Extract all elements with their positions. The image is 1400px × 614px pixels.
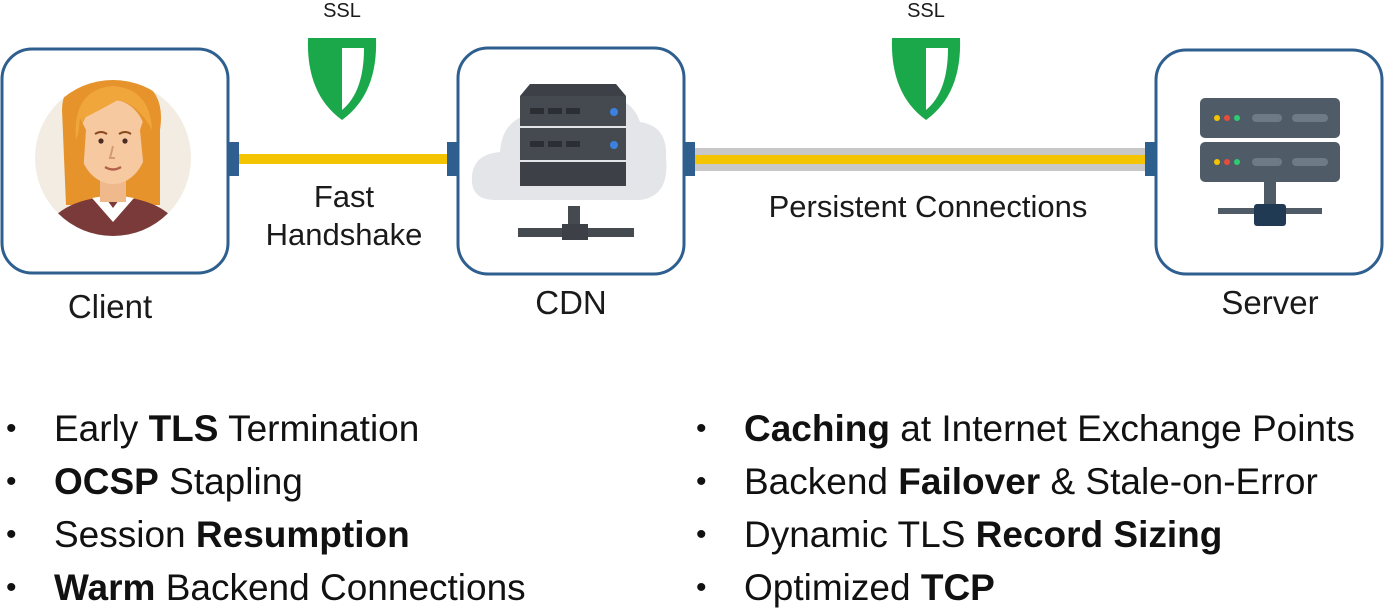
feature-text: Backend Connections: [155, 567, 526, 608]
feature-keyword: Failover: [898, 461, 1041, 502]
ssl-shield-icon: [307, 38, 377, 120]
feature-text: Optimized: [744, 567, 921, 608]
server-label: Server: [1221, 284, 1319, 321]
ssl-shield-icon: [891, 38, 961, 120]
server-rack-icon: [1200, 98, 1340, 226]
feature-item: Warm Backend Connections: [0, 561, 526, 614]
ssl-label-client-cdn: SSL: [323, 0, 361, 22]
ssl-label-cdn-server: SSL: [907, 0, 945, 22]
connector-tab: [684, 142, 695, 176]
connector-tab: [228, 142, 239, 176]
feature-item: Caching at Internet Exchange Points: [690, 402, 1355, 455]
feature-item: Backend Failover & Stale-on-Error: [690, 455, 1355, 508]
feature-keyword: Warm: [54, 567, 156, 608]
connection-label-line1: Fast: [313, 179, 375, 214]
feature-list-right: Caching at Internet Exchange PointsBacke…: [690, 402, 1355, 614]
connection-label-cdn-server: Persistent Connections: [768, 189, 1088, 224]
feature-text: Backend: [744, 461, 899, 502]
feature-keyword: TCP: [920, 567, 995, 608]
connection-label-line2: Handshake: [265, 217, 423, 252]
feature-item: Session Resumption: [0, 508, 526, 561]
cloud-server-icon: [471, 84, 667, 240]
cdn-label: CDN: [535, 284, 607, 321]
feature-item: OCSP Stapling: [0, 455, 526, 508]
feature-keyword: Resumption: [195, 514, 410, 555]
feature-text: Session: [54, 514, 196, 555]
feature-item: Dynamic TLS Record Sizing: [690, 508, 1355, 561]
feature-item: Optimized TCP: [690, 561, 1355, 614]
feature-text: Stapling: [158, 461, 303, 502]
connection-client-cdn: [238, 154, 448, 164]
feature-list-left: Early TLS TerminationOCSP StaplingSessio…: [0, 402, 526, 614]
connector-tab: [1145, 142, 1156, 176]
feature-text: & Stale-on-Error: [1040, 461, 1318, 502]
feature-text: Termination: [218, 408, 420, 449]
feature-keyword: Caching: [744, 408, 890, 449]
feature-keyword: TLS: [148, 408, 219, 449]
client-label: Client: [67, 288, 153, 325]
feature-keyword: Record Sizing: [975, 514, 1223, 555]
feature-text: Dynamic TLS: [744, 514, 976, 555]
connector-tab: [447, 142, 458, 176]
connection-label-client-cdn: Fast Handshake: [254, 178, 434, 254]
feature-item: Early TLS Termination: [0, 402, 526, 455]
feature-text: at Internet Exchange Points: [889, 408, 1355, 449]
feature-text: Early: [54, 408, 149, 449]
feature-keyword: OCSP: [54, 461, 159, 502]
connection-cdn-server: [694, 148, 1146, 171]
